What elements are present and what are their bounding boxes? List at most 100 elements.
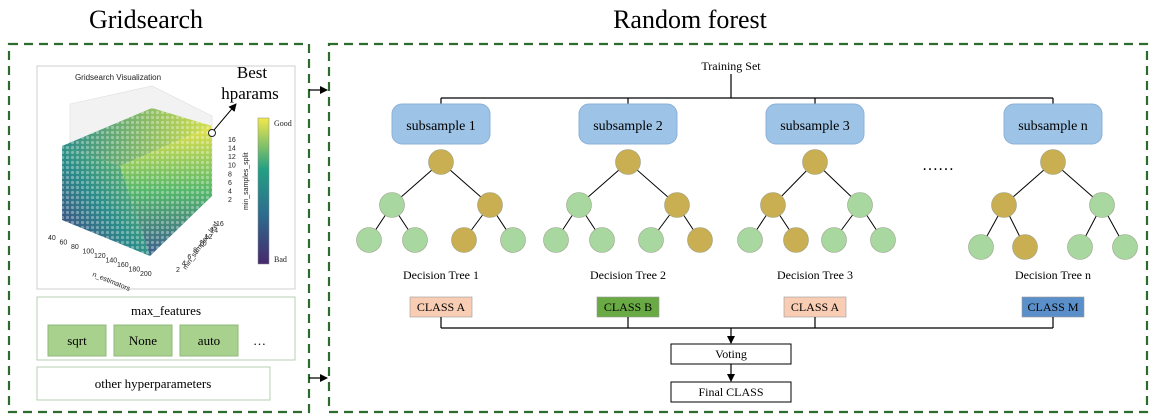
option-background: [113, 324, 173, 357]
tree-node-green: [847, 192, 873, 218]
y-tick-label: 6: [187, 254, 191, 261]
tree-node-gold: [615, 149, 641, 175]
y-tick-label: 4: [182, 260, 186, 267]
tree-node-green: [821, 227, 847, 253]
max-features-options: sqrt None auto: [47, 324, 239, 357]
z-tick-label: 16: [228, 137, 236, 144]
z-tick-label: 2: [228, 197, 232, 204]
tree-node-gold: [451, 227, 477, 253]
tree-node-green: [1089, 192, 1115, 218]
gridsearch-frame: [7, 42, 311, 414]
tree-node-green: [500, 227, 526, 253]
tree-column-2: subsample 2 Decision Tree 2 CLASS B: [543, 98, 713, 328]
z-tick-label: 10: [228, 163, 236, 170]
option-background: [179, 324, 239, 357]
option-label: None: [129, 333, 157, 348]
x-tick-label: 60: [60, 240, 68, 247]
z-tick-label: 14: [228, 146, 236, 153]
class-result-label: CLASS B: [604, 300, 652, 314]
subsample-box: [391, 103, 491, 145]
tree-node-gold: [760, 192, 786, 218]
best-hparams-marker: [208, 129, 216, 137]
plot-title: Gridsearch Visualization: [75, 73, 161, 82]
x-tick-label: 160: [117, 262, 129, 269]
max-features-option-auto[interactable]: auto: [179, 324, 239, 357]
tree-node-gold: [1040, 149, 1066, 175]
axis-min-samples-split-label: min_samples_split: [243, 152, 250, 210]
x-tick-label: 100: [83, 249, 95, 256]
colorbar: [257, 117, 270, 265]
subsample-label: subsample 3: [780, 119, 850, 134]
tree-node-green: [968, 234, 994, 260]
z-tick-label: 4: [228, 188, 232, 195]
colorbar-bottom-label: Bad: [274, 255, 287, 264]
decision-tree-label: Decision Tree 2: [590, 268, 666, 282]
tree-node-green: [638, 227, 664, 253]
x-tick-label: 120: [94, 253, 106, 260]
x-tick-label: 40: [48, 235, 56, 242]
class-result-label: CLASS M: [1027, 300, 1078, 314]
option-label: sqrt: [67, 333, 87, 348]
tree-column-3: subsample 3 Decision Tree 3 CLASS A: [737, 98, 896, 328]
tree-node-green: [543, 227, 569, 253]
tree-node-green: [402, 227, 428, 253]
y-tick-label: 10: [199, 241, 207, 248]
subsample-box: [578, 103, 678, 145]
tree-node-green: [1112, 234, 1138, 260]
tree-node-gold: [783, 227, 809, 253]
max-features-option-none[interactable]: None: [113, 324, 173, 357]
tree-node-gold: [991, 192, 1017, 218]
other-hyperparameters-box: [36, 366, 271, 401]
tree-node-green: [566, 192, 592, 218]
max-features-more: …: [253, 333, 266, 348]
option-background: [47, 324, 107, 357]
gridsearch-panel-title: Gridsearch: [89, 5, 203, 34]
max-features-option-sqrt[interactable]: sqrt: [47, 324, 107, 357]
tree-node-green: [379, 192, 405, 218]
x-tick-label: 180: [129, 267, 141, 274]
x-tick-label: 80: [71, 244, 79, 251]
tree-node-gold: [477, 192, 503, 218]
best-hparams-label-line1: Best: [237, 63, 268, 82]
cube-dot-texture: [62, 108, 212, 256]
best-hparams-label-line2: hparams: [221, 84, 279, 103]
option-label: auto: [198, 333, 220, 348]
z-tick-label: 6: [228, 180, 232, 187]
training-set-label: Training Set: [701, 59, 761, 73]
class-result-label: CLASS A: [791, 300, 840, 314]
z-tick-label: 8: [228, 171, 232, 178]
random-forest-panel-title: Random forest: [613, 5, 768, 34]
tree-column-4: subsample n Decision Tree n CLASS M: [968, 98, 1138, 328]
y-tick-label: 16: [216, 221, 224, 228]
tree-node-gold: [428, 149, 454, 175]
random-forest-frame: [327, 42, 1149, 414]
tree-node-green: [356, 227, 382, 253]
tree-node-green: [589, 227, 615, 253]
tree-node-green: [870, 227, 896, 253]
tree-node-gold: [687, 227, 713, 253]
class-result-label: CLASS A: [417, 300, 466, 314]
best-hparams-pointer: [213, 103, 237, 131]
decision-tree-label: Decision Tree 3: [777, 268, 853, 282]
gridsearch-plot: Gridsearch Visualization Best hparams Go…: [36, 63, 296, 293]
max-features-title: max_features: [131, 303, 201, 318]
subsample-box: [765, 103, 865, 145]
more-trees-ellipsis: ……: [922, 157, 954, 174]
subsample-label: subsample n: [1018, 119, 1088, 134]
x-tick-label: 140: [106, 258, 118, 265]
other-hyperparameters-label: other hyperparameters: [95, 376, 212, 391]
y-tick-label: 14: [210, 228, 218, 235]
tree-node-gold: [1012, 234, 1038, 260]
tree-node-green: [1067, 234, 1093, 260]
decision-tree-label: Decision Tree n: [1015, 268, 1091, 282]
subsample-label: subsample 2: [593, 119, 663, 134]
voting-label: Voting: [715, 347, 747, 361]
decision-tree-label: Decision Tree 1: [403, 268, 479, 282]
subsample-box: [1003, 103, 1103, 145]
final-class-box: [670, 381, 792, 403]
y-tick-label: 8: [193, 247, 197, 254]
